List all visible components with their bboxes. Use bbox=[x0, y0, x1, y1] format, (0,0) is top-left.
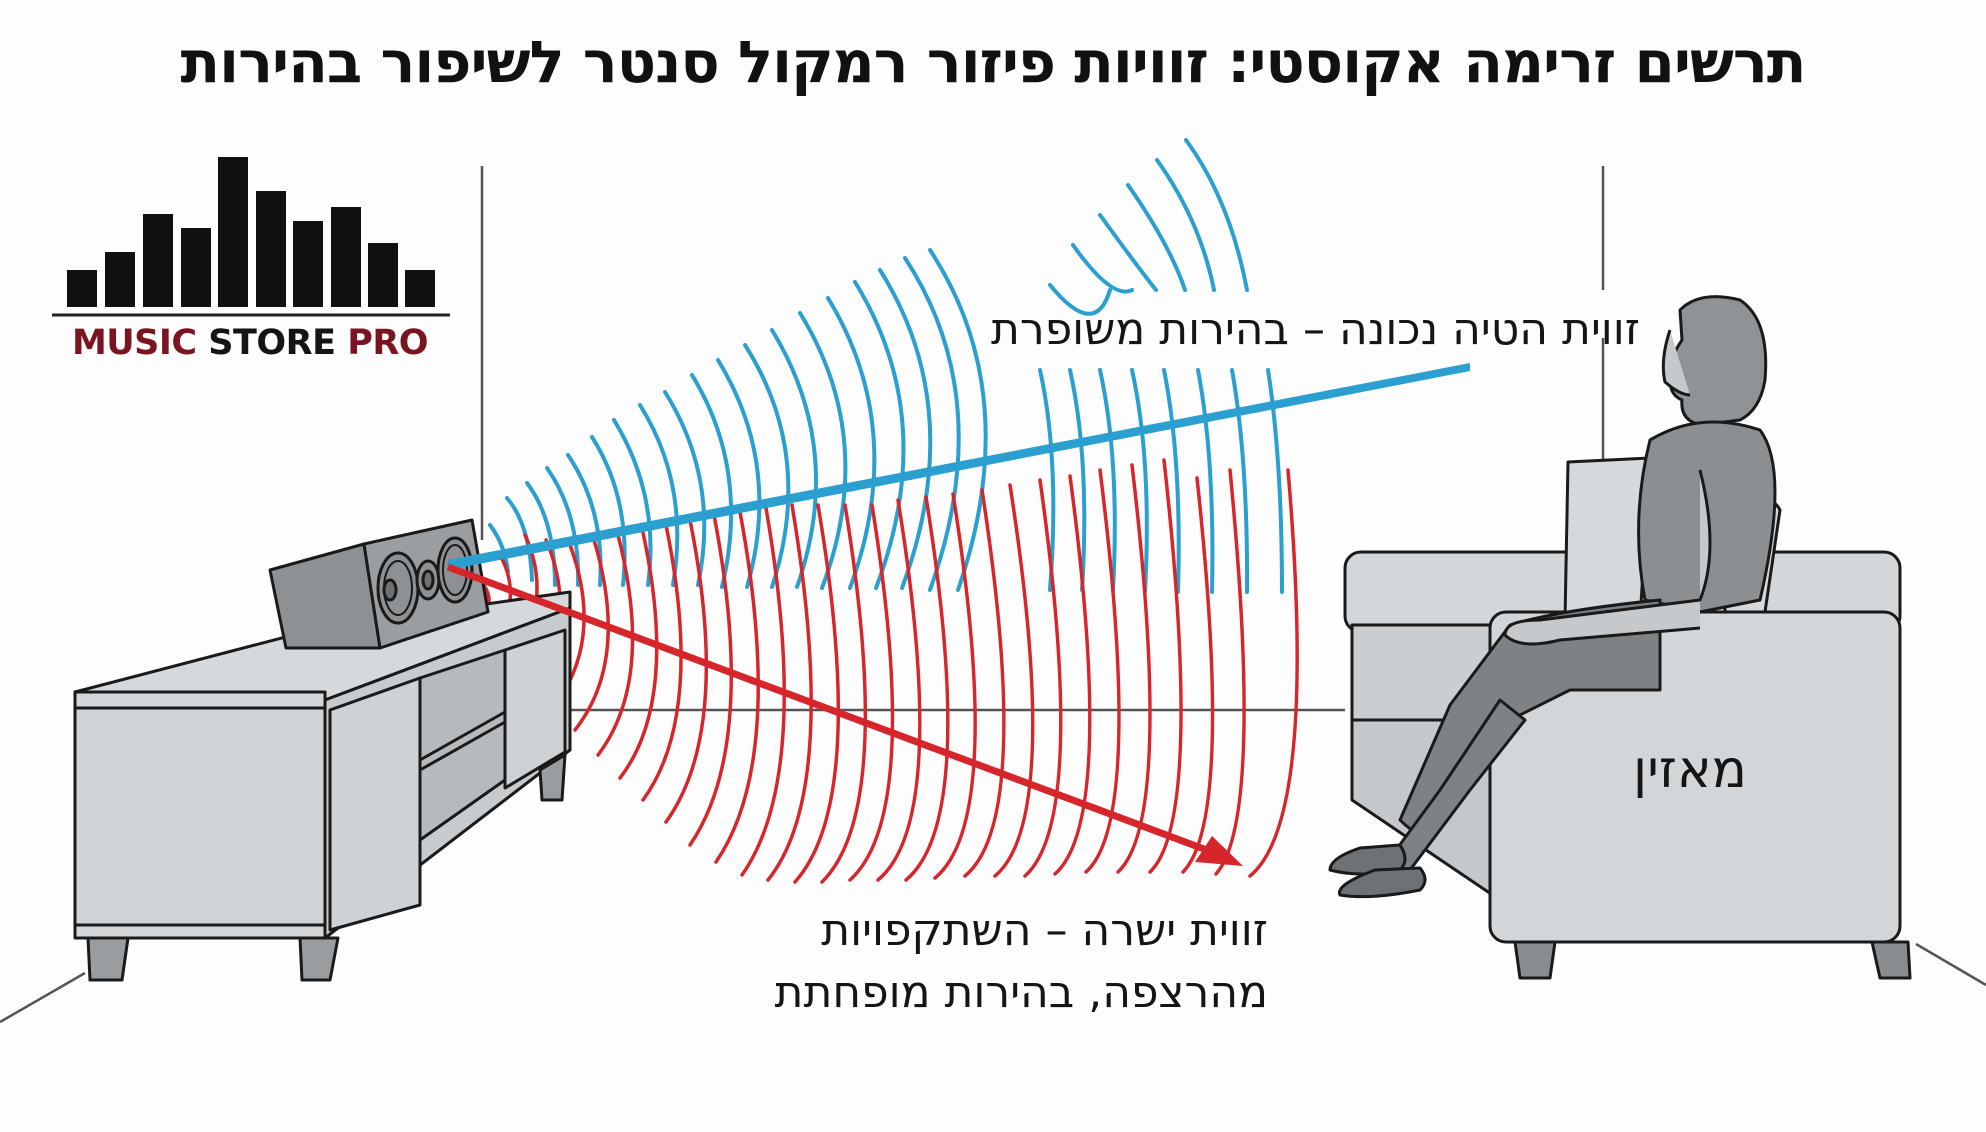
listener-label: מאזין bbox=[1633, 740, 1747, 800]
correct-angle-label: זווית הטיה נכונה – בהירות משופרת bbox=[990, 304, 1640, 355]
blue-wave-arcs bbox=[488, 138, 1284, 594]
sofa bbox=[1343, 456, 1912, 980]
logo-word-music: MUSIC bbox=[71, 323, 197, 363]
listener-person bbox=[1328, 295, 1777, 899]
bad-angle-path bbox=[446, 563, 1243, 866]
logo-word-store: STORE bbox=[208, 323, 336, 363]
straight-angle-line-2: מהרצפה, בהירות מופחתת bbox=[774, 967, 1268, 1018]
logo-word-pro: PRO bbox=[347, 323, 429, 363]
music-store-pro-logo: MUSIC STORE PRO bbox=[50, 155, 450, 370]
page-title: תרשים זרימה אקוסטי: זוויות פיזור רמקול ס… bbox=[180, 28, 1807, 96]
good-angle-path bbox=[448, 363, 1470, 570]
straight-angle-label: זווית ישרה – השתקפויות מהרצפה, בהירות מו… bbox=[640, 900, 1268, 1024]
logo-text: MUSIC STORE PRO bbox=[50, 323, 450, 363]
straight-angle-line-1: זווית ישרה – השתקפויות bbox=[821, 905, 1268, 956]
tv-stand bbox=[73, 590, 572, 982]
logo-bars bbox=[67, 157, 435, 307]
red-wave-arcs bbox=[476, 458, 1299, 884]
room-lines bbox=[0, 166, 1986, 1024]
